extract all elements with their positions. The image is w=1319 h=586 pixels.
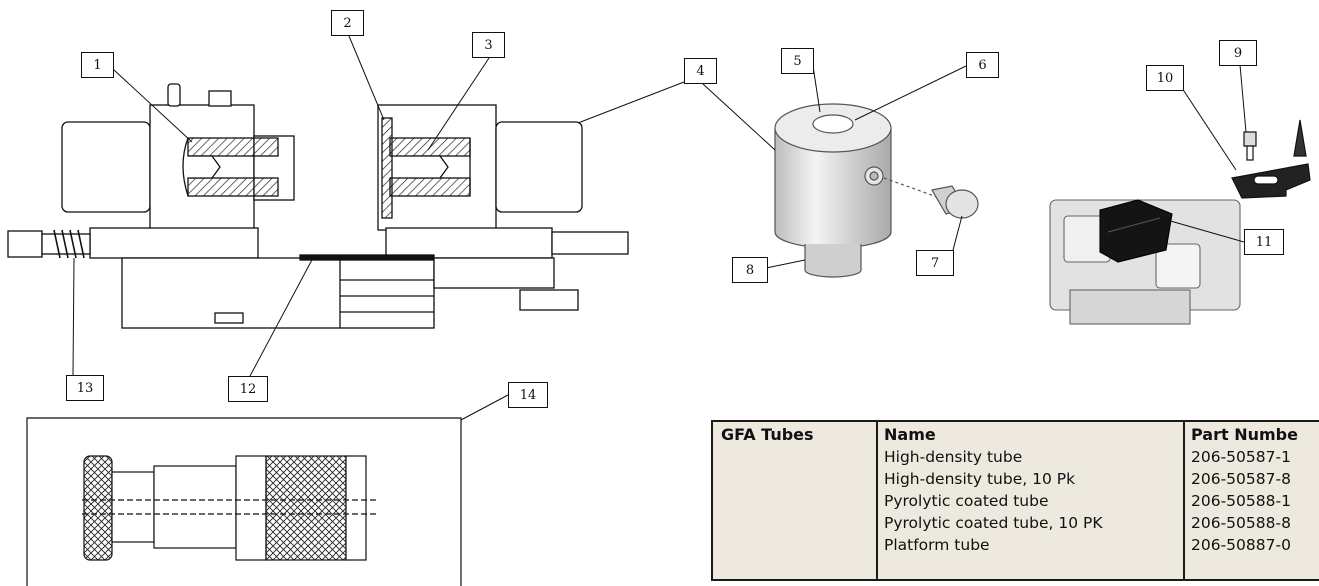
callout-10: 10: [1146, 65, 1184, 91]
table-group-header: GFA Tubes: [721, 425, 814, 444]
callout-13: 13: [66, 375, 104, 401]
callout-9: 9: [1219, 40, 1257, 66]
table-group-column: GFA Tubes: [713, 422, 878, 579]
furnace-unit-part: [1049, 199, 1241, 325]
callout-3: 3: [472, 32, 505, 58]
callout-1: 1: [81, 52, 114, 78]
table-row-name: Pyrolytic coated tube: [884, 492, 1049, 510]
callout-5: 5: [781, 48, 814, 74]
callout-11: 11: [1244, 229, 1284, 255]
table-row-name: Platform tube: [884, 536, 990, 554]
gfa-tubes-table: GFA Tubes Name High-density tube High-de…: [711, 420, 1319, 581]
table-row-part-number: 206-50588-1: [1191, 492, 1291, 510]
table-row-part-number: 206-50887-0: [1191, 536, 1291, 554]
table-row-name: Pyrolytic coated tube, 10 PK: [884, 514, 1103, 532]
table-row-name: High-density tube, 10 Pk: [884, 470, 1076, 488]
table-row-part-number: 206-50588-8: [1191, 514, 1291, 532]
table-part-number-header: Part Numbe: [1191, 425, 1298, 444]
clamp-plate-part: [1231, 119, 1311, 199]
callout-6: 6: [966, 52, 999, 78]
callout-12: 12: [228, 376, 268, 402]
callout-4: 4: [684, 58, 717, 84]
table-name-header: Name: [884, 425, 936, 444]
cylinder-cap-part: [774, 103, 979, 278]
furnace-assembly-section: [7, 83, 629, 329]
thumbscrew-inset: [26, 417, 462, 586]
table-part-number-column: Part Numbe 206-50587-1 206-50587-8 206-5…: [1183, 422, 1319, 579]
table-row-part-number: 206-50587-1: [1191, 448, 1291, 466]
callout-leaders: [72, 35, 1247, 421]
table-row-part-number: 206-50587-8: [1191, 470, 1291, 488]
callout-8: 8: [732, 257, 768, 283]
callout-14: 14: [508, 382, 548, 408]
table-name-column: Name High-density tube High-density tube…: [876, 422, 1185, 579]
callout-2: 2: [331, 10, 364, 36]
callout-7: 7: [916, 250, 954, 276]
table-row-name: High-density tube: [884, 448, 1023, 466]
